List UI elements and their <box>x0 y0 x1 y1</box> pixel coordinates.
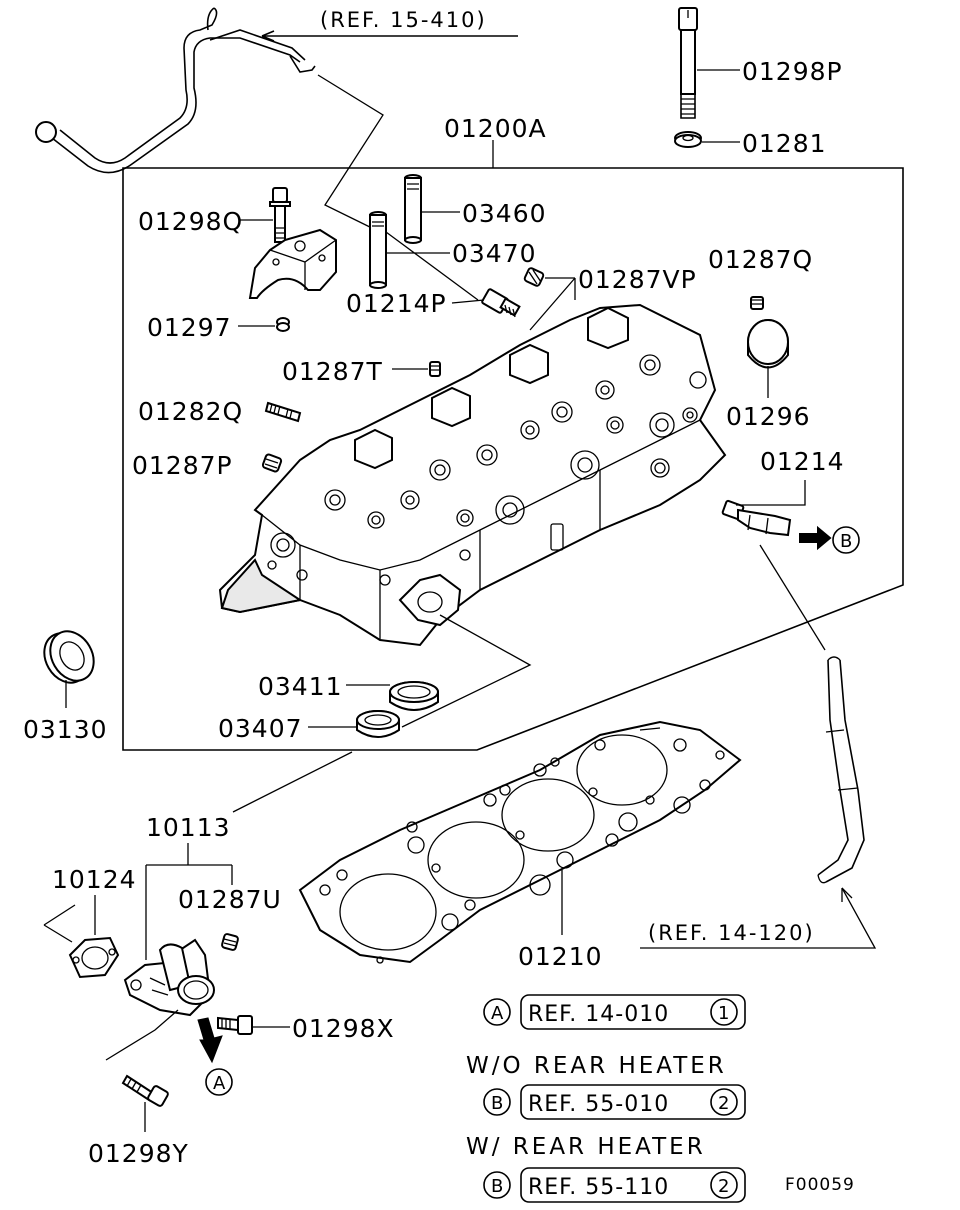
figure-code: F00059 <box>785 1175 855 1195</box>
ref-top-text: (REF. 15-410) <box>320 8 487 32</box>
legend-row3-num: 2 <box>718 1176 729 1197</box>
arrow-to-A <box>197 1017 223 1064</box>
legend-marker-B1-text: B <box>491 1093 503 1114</box>
leader-sensor-to-hose <box>759 544 826 651</box>
label-03460: 03460 <box>462 199 547 228</box>
marker-A-lower <box>205 1068 233 1096</box>
label-10113: 10113 <box>146 813 231 842</box>
leader-10124 <box>43 895 96 943</box>
label-03411: 03411 <box>258 672 343 701</box>
stud-01282Q-drawing <box>264 401 302 423</box>
legend-heading-without: W/O REAR HEATER <box>466 1053 727 1079</box>
label-01287VP: 01287VP <box>578 265 697 294</box>
water-outlet-drawing <box>123 938 215 1017</box>
washer-01281-drawing <box>674 131 702 148</box>
plug-01287Q-drawing <box>750 296 764 310</box>
gasket-10124-drawing <box>68 936 120 979</box>
bolt-01298Y-drawing <box>121 1074 169 1107</box>
label-01298X: 01298X <box>292 1014 395 1043</box>
ref-top: (REF. 15-410) <box>261 8 518 42</box>
marker-B-right <box>832 526 860 554</box>
label-01210: 01210 <box>518 942 603 971</box>
arrow-to-B-right <box>799 525 832 551</box>
leader-box-to-10113 <box>232 751 353 813</box>
legend-row1-circle <box>710 998 738 1026</box>
label-01287U: 01287U <box>178 885 282 914</box>
sensor-01214P-drawing <box>481 288 521 318</box>
legend-row3-ref: REF. 55-110 <box>528 1175 669 1200</box>
leader-10113 <box>145 843 233 960</box>
leader-01214 <box>736 480 806 506</box>
label-01297: 01297 <box>147 313 232 342</box>
label-01282Q: 01282Q <box>138 397 243 426</box>
hose-right-drawing <box>817 656 865 884</box>
label-03407: 03407 <box>218 714 303 743</box>
label-01200A: 01200A <box>444 114 547 143</box>
label-01214P: 01214P <box>346 289 447 318</box>
plug-01287P-drawing <box>261 453 283 473</box>
seal-03407-drawing <box>356 710 400 738</box>
label-03130: 03130 <box>23 715 108 744</box>
label-01287T: 01287T <box>282 357 383 386</box>
valve-guide-03470-drawing <box>369 211 387 289</box>
marker-A-lower-text: A <box>213 1073 226 1094</box>
legend-heading-with: W/ REAR HEATER <box>466 1134 706 1160</box>
leader-03470 <box>385 231 479 301</box>
cylinder-head-drawing <box>218 303 727 647</box>
legend-marker-B2 <box>483 1171 511 1199</box>
plug-01287T-drawing <box>429 361 441 377</box>
pipe-assembly-top <box>35 7 316 174</box>
legend-marker-B2-text: B <box>491 1176 503 1197</box>
dowel-01297-drawing <box>276 317 290 332</box>
label-01214: 01214 <box>760 447 845 476</box>
label-01287Q: 01287Q <box>708 245 813 274</box>
head-gasket-drawing <box>298 720 742 964</box>
plug-01287VP-drawing <box>523 267 545 287</box>
leader-pipe-to-03470 <box>317 74 384 233</box>
legend: A REF. 14-010 1 W/O REAR HEATER B REF. 5… <box>466 994 746 1203</box>
marker-B-right-text: B <box>840 531 852 552</box>
label-01298P: 01298P <box>742 57 843 86</box>
legend-box-1 <box>520 994 746 1030</box>
leader-01214P <box>451 299 485 304</box>
legend-box-2 <box>520 1084 746 1120</box>
label-01298Q: 01298Q <box>138 207 243 236</box>
label-01287P: 01287P <box>132 451 233 480</box>
legend-row2-num: 2 <box>718 1093 729 1114</box>
bolt-01298Q-drawing <box>269 187 291 243</box>
label-10124: 10124 <box>52 865 137 894</box>
plug-01287U-drawing <box>221 933 239 951</box>
bearing-cap-drawing <box>248 228 337 299</box>
seal-03411-drawing <box>389 681 439 711</box>
legend-box-3 <box>520 1167 746 1203</box>
ref-right: (REF. 14-120) <box>640 887 877 949</box>
label-01298Y: 01298Y <box>88 1139 189 1168</box>
legend-row1-ref: REF. 14-010 <box>528 1002 669 1027</box>
oil-seal-03130-drawing <box>43 630 95 684</box>
cap-01296-drawing <box>747 319 789 369</box>
label-01281: 01281 <box>742 129 827 158</box>
leader-seals-to-port <box>401 614 532 728</box>
legend-marker-A <box>483 998 511 1026</box>
bolt-01298P-drawing <box>678 7 698 119</box>
bolt-01298X-drawing <box>217 1015 253 1035</box>
leader-01298Y <box>105 1009 179 1132</box>
ref-right-text: (REF. 14-120) <box>648 921 815 945</box>
legend-row3-circle <box>710 1171 738 1199</box>
label-01296: 01296 <box>726 402 811 431</box>
valve-guide-03460-drawing <box>404 174 422 244</box>
legend-row2-ref: REF. 55-010 <box>528 1092 669 1117</box>
legend-row1-num: 1 <box>718 1003 729 1024</box>
cylinder-head-assembly-outline <box>122 167 904 751</box>
leader-01287VP <box>529 277 576 331</box>
legend-marker-B1 <box>483 1088 511 1116</box>
label-03470: 03470 <box>452 239 537 268</box>
legend-row2-circle <box>710 1088 738 1116</box>
legend-marker-A-text: A <box>491 1003 504 1024</box>
